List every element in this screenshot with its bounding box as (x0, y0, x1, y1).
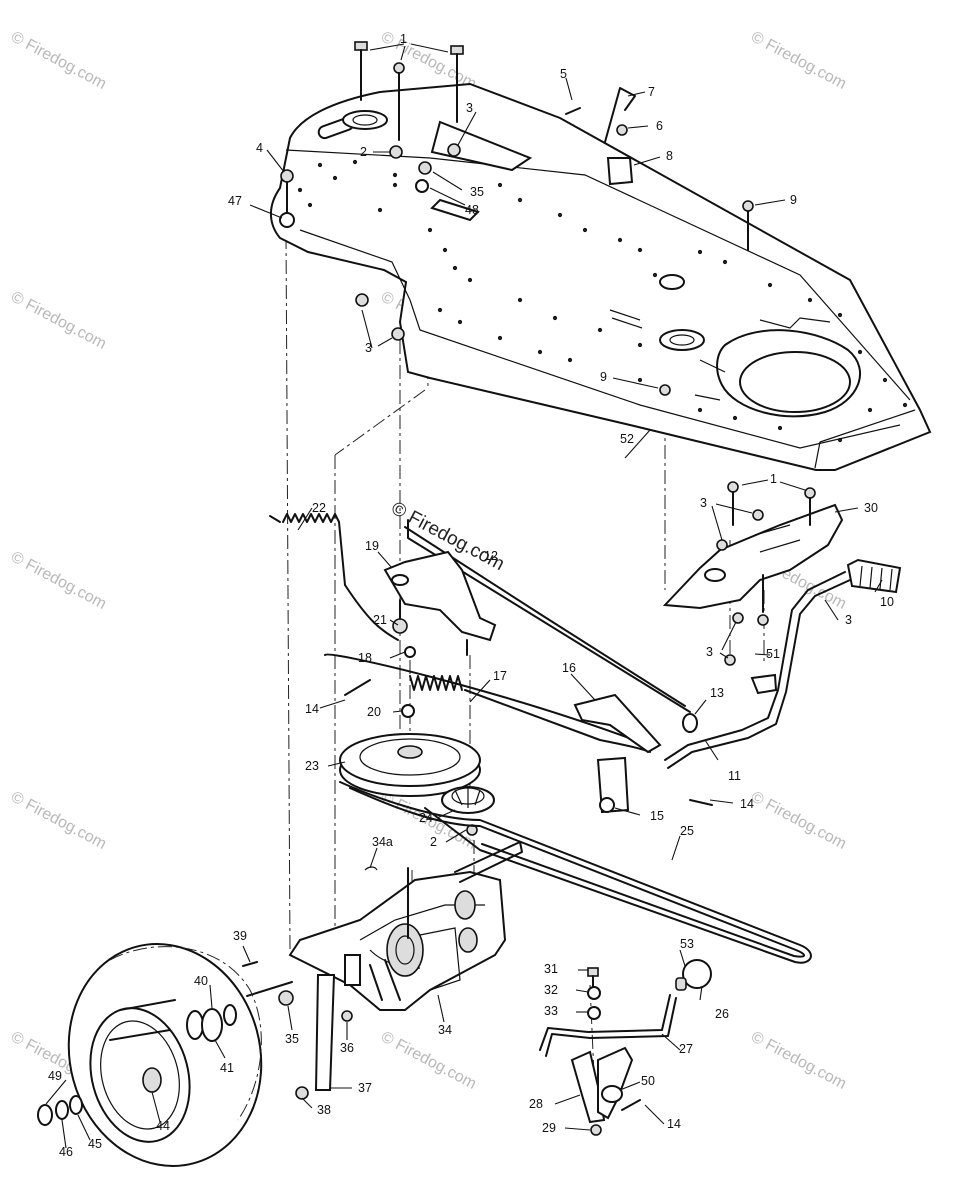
callout-49: 49 (48, 1069, 62, 1083)
rear-wheel (37, 943, 263, 1167)
callout-2: 2 (430, 835, 437, 849)
callout-46: 46 (59, 1145, 73, 1159)
frame-deck (270, 82, 932, 471)
callout-26: 26 (715, 1007, 729, 1021)
clutch-bracket (573, 693, 713, 814)
callout-3: 3 (845, 613, 852, 627)
callout-53: 53 (680, 937, 694, 951)
callout-24: 24 (419, 811, 433, 825)
callout-17: 17 (493, 669, 507, 683)
callout-11: 11 (728, 769, 741, 783)
callout-12: 12 (484, 549, 498, 563)
callout-20: 20 (367, 705, 381, 719)
callout-45: 45 (88, 1137, 102, 1151)
callout-31: 31 (544, 962, 558, 976)
callout-16: 16 (562, 661, 576, 675)
watermark-text: © Firedog.com (748, 29, 849, 93)
shift-assembly (662, 481, 902, 769)
callout-3: 3 (466, 101, 473, 115)
callout-14: 14 (667, 1117, 681, 1131)
watermark-text: © Firedog.com (8, 789, 109, 853)
watermark-text: © Firedog.com (8, 549, 109, 613)
callout-35: 35 (470, 185, 484, 199)
callout-1: 1 (770, 472, 777, 486)
callout-labels: 1122333334567899101112131414141516171819… (48, 32, 894, 1159)
callout-21: 21 (373, 613, 387, 627)
callout-3: 3 (365, 341, 372, 355)
watermark-text: © Firedog.com (378, 1029, 479, 1093)
transaxle (242, 841, 523, 1100)
callout-18: 18 (358, 651, 372, 665)
callout-39: 39 (233, 929, 247, 943)
watermark-text: © Firedog.com (378, 29, 479, 93)
callout-23: 23 (305, 759, 319, 773)
callout-6: 6 (656, 119, 663, 133)
idler-bracket (383, 550, 497, 718)
callout-3: 3 (706, 645, 713, 659)
callout-32: 32 (544, 983, 558, 997)
callout-9: 9 (790, 193, 797, 207)
callout-28: 28 (529, 1097, 543, 1111)
callout-14: 14 (305, 702, 319, 716)
callout-34: 34 (438, 1023, 452, 1037)
callout-3: 3 (700, 496, 707, 510)
watermark-text: © Firedog.com (8, 29, 109, 93)
callout-13: 13 (710, 686, 724, 700)
callout-5: 5 (560, 67, 567, 81)
pulleys (339, 733, 495, 836)
callout-4: 4 (256, 141, 263, 155)
callout-35: 35 (285, 1032, 299, 1046)
callout-40: 40 (194, 974, 208, 988)
callout-15: 15 (650, 809, 664, 823)
callout-48: 48 (465, 203, 479, 217)
callout-8: 8 (666, 149, 673, 163)
callout-2: 2 (360, 145, 367, 159)
callout-51: 51 (766, 647, 780, 661)
brake-assembly (539, 959, 712, 1136)
callout-50: 50 (641, 1074, 655, 1088)
callout-27: 27 (679, 1042, 693, 1056)
callout-10: 10 (880, 595, 894, 609)
callout-36: 36 (340, 1041, 354, 1055)
callout-44: 44 (156, 1119, 170, 1133)
leader-lines (45, 43, 883, 1149)
callout-33: 33 (544, 1004, 558, 1018)
watermark-text: © Firedog.com (8, 289, 109, 353)
callout-14: 14 (740, 797, 754, 811)
watermark-text: © Firedog.com (748, 1029, 849, 1093)
callout-25: 25 (680, 824, 694, 838)
callout-29: 29 (542, 1121, 556, 1135)
drive-belt (339, 781, 812, 964)
watermark-text: © Firedog.com (748, 789, 849, 853)
callout-9: 9 (600, 370, 607, 384)
callout-38: 38 (317, 1103, 331, 1117)
callout-30: 30 (864, 501, 878, 515)
frame-bolts (279, 41, 754, 396)
callout-1: 1 (400, 32, 407, 46)
callout-7: 7 (648, 85, 655, 99)
callout-19: 19 (365, 539, 379, 553)
callout-34a: 34a (372, 835, 393, 849)
callout-22: 22 (312, 501, 326, 515)
callout-41: 41 (220, 1061, 234, 1075)
callout-52: 52 (620, 432, 634, 446)
callout-47: 47 (228, 194, 242, 208)
callout-37: 37 (358, 1081, 372, 1095)
